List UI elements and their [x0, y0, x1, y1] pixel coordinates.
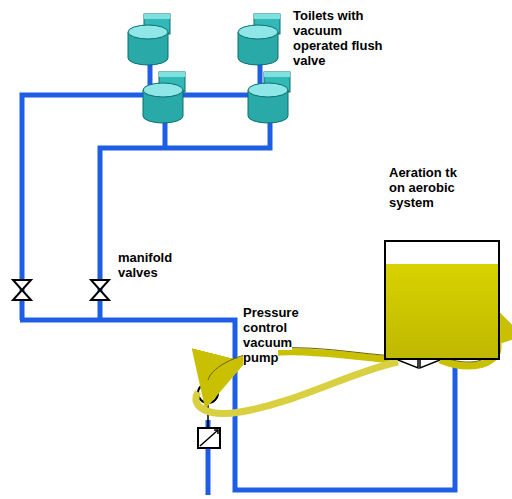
label-text: manifold valves: [118, 250, 172, 280]
aeration-tank: Aeration tk on aerobic system: [384, 165, 502, 360]
tank-heading: Aeration tk on aerobic system: [384, 165, 469, 210]
label-text: Toilets with vacuum operated flush valve: [293, 8, 383, 68]
toilets-label: Toilets with vacuum operated flush valve: [293, 8, 385, 68]
manifold-valves-label: manifold valves: [118, 250, 190, 280]
label-text: Pressure control vacuum pump: [243, 305, 299, 365]
pump-label: Pressure control vacuum pump: [243, 305, 315, 365]
tank-outline: [384, 240, 500, 360]
